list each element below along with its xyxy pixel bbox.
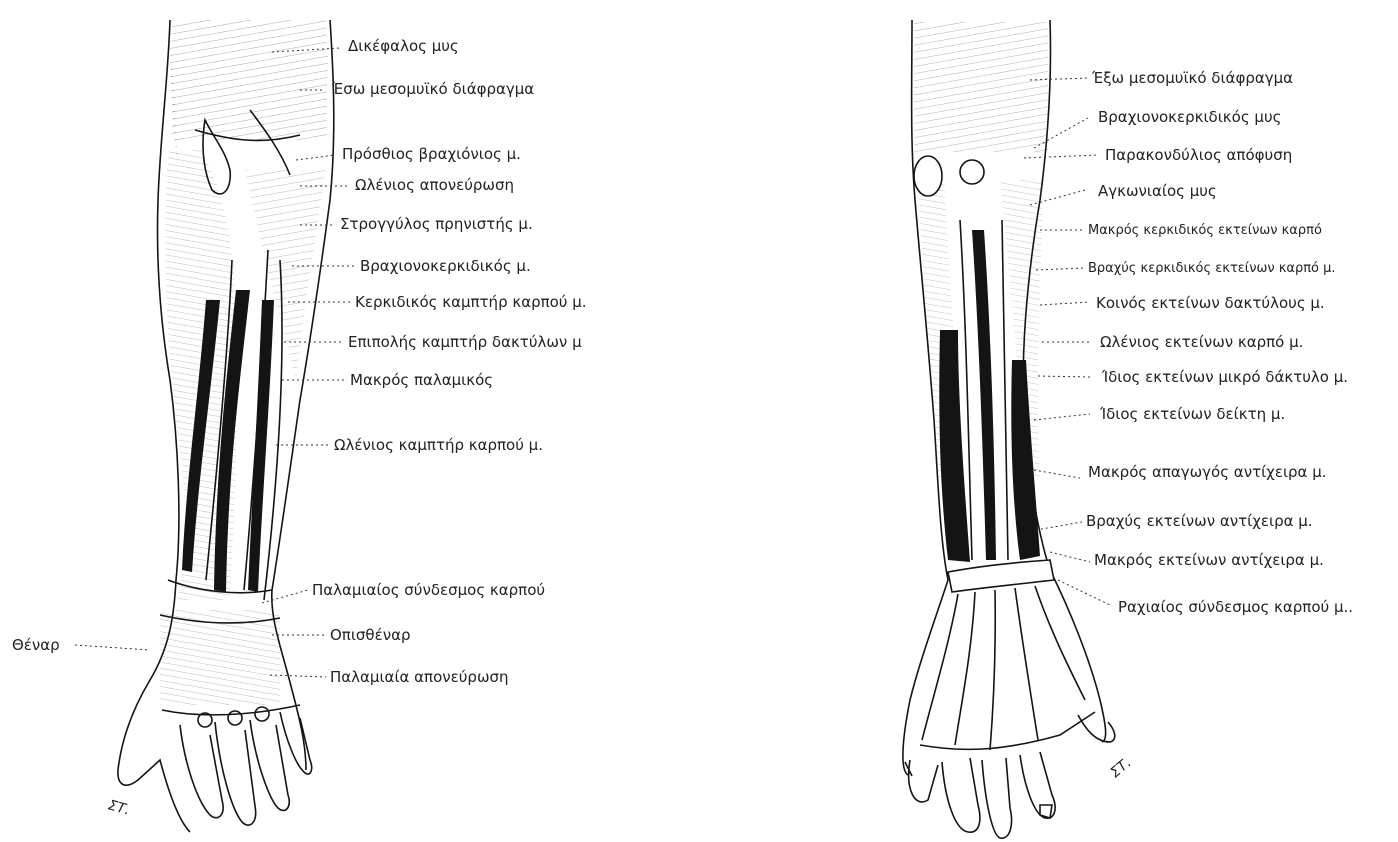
label-flexor-digitorum-superficialis: Επιπολής καμπτήρ δακτύλων μ xyxy=(348,333,582,351)
label-medial-intermuscular-septum: Έσω μεσομυϊκό διάφραγμα xyxy=(332,80,534,98)
posterior-condyle xyxy=(960,160,984,184)
posterior-dark-muscle xyxy=(939,330,970,562)
label-lateral-intermuscular-septum: Έξω μεσομυϊκό διάφραγμα xyxy=(1092,69,1293,87)
posterior-retinaculum xyxy=(948,560,1054,592)
label-extensor-digiti-minimi: Ίδιος εκτείνων μικρό δάκτυλο μ. xyxy=(1102,368,1348,386)
label-brachioradialis-muscle: Βραχιονοκερκιδικός μυς xyxy=(1098,108,1281,126)
label-extensor-pollicis-brevis: Βραχύς εκτείνων αντίχειρα μ. xyxy=(1086,512,1313,530)
posterior-fingers xyxy=(909,715,1115,838)
label-extensor-digitorum: Κοινός εκτείνων δακτύλους μ. xyxy=(1096,294,1325,312)
label-flexor-carpi-radialis: Κερκιδικός καμπτήρ καρπού μ. xyxy=(355,293,587,311)
anterior-fingers xyxy=(180,712,312,825)
posterior-forearm xyxy=(903,20,1115,838)
label-extensor-carpi-radialis-brevis: Βραχύς κερκιδικός εκτείνων καρπό μ. xyxy=(1088,260,1336,278)
label-thenar: Θέναρ xyxy=(12,636,60,654)
label-extensor-carpi-ulnaris: Ωλένιος εκτείνων καρπό μ. xyxy=(1100,333,1303,351)
label-palmar-carpal-ligament: Παλαμιαίος σύνδεσμος καρπού xyxy=(312,581,545,599)
anterior-upper-hatch xyxy=(172,20,327,140)
label-anconeus: Αγκωνιαίος μυς xyxy=(1098,182,1217,200)
label-extensor-pollicis-longus: Μακρός εκτείνων αντίχειρα μ. xyxy=(1094,551,1324,569)
label-extensor-carpi-radialis-longus: Μακρός κερκιδικός εκτείνων καρπό xyxy=(1088,222,1322,240)
posterior-condyle xyxy=(914,156,942,196)
label-hypothenar: Οπισθέναρ xyxy=(330,626,411,644)
label-brachioradialis: Βραχιονοκερκιδικός μ. xyxy=(360,257,531,275)
label-flexor-carpi-ulnaris: Ωλένιος καμπτήρ καρπού μ. xyxy=(334,436,543,454)
label-pronator-teres: Στρογγύλος πρηνιστής μ. xyxy=(340,215,533,233)
label-biceps: Δικέφαλος μυς xyxy=(348,37,459,55)
label-extensor-indicis: Ίδιος εκτείνων δείκτη μ. xyxy=(1100,405,1285,423)
label-extensor-retinaculum: Ραχιαίος σύνδεσμος καρπού μ.. xyxy=(1118,598,1353,616)
label-brachialis: Πρόσθιος βραχιόνιος μ. xyxy=(342,145,521,163)
label-lateral-epicondyle: Παρακονδύλιος απόφυση xyxy=(1105,146,1292,164)
posterior-dark-muscle xyxy=(972,230,996,560)
label-palmaris-longus: Μακρός παλαμικός xyxy=(350,371,493,389)
label-bicipital-aponeurosis: Ωλένιος απονεύρωση xyxy=(355,176,514,194)
label-abductor-pollicis-longus: Μακρός απαγωγός αντίχειρα μ. xyxy=(1088,463,1327,481)
anterior-forearm xyxy=(118,20,334,832)
label-palmar-aponeurosis: Παλαμιαία απονεύρωση xyxy=(330,668,509,686)
